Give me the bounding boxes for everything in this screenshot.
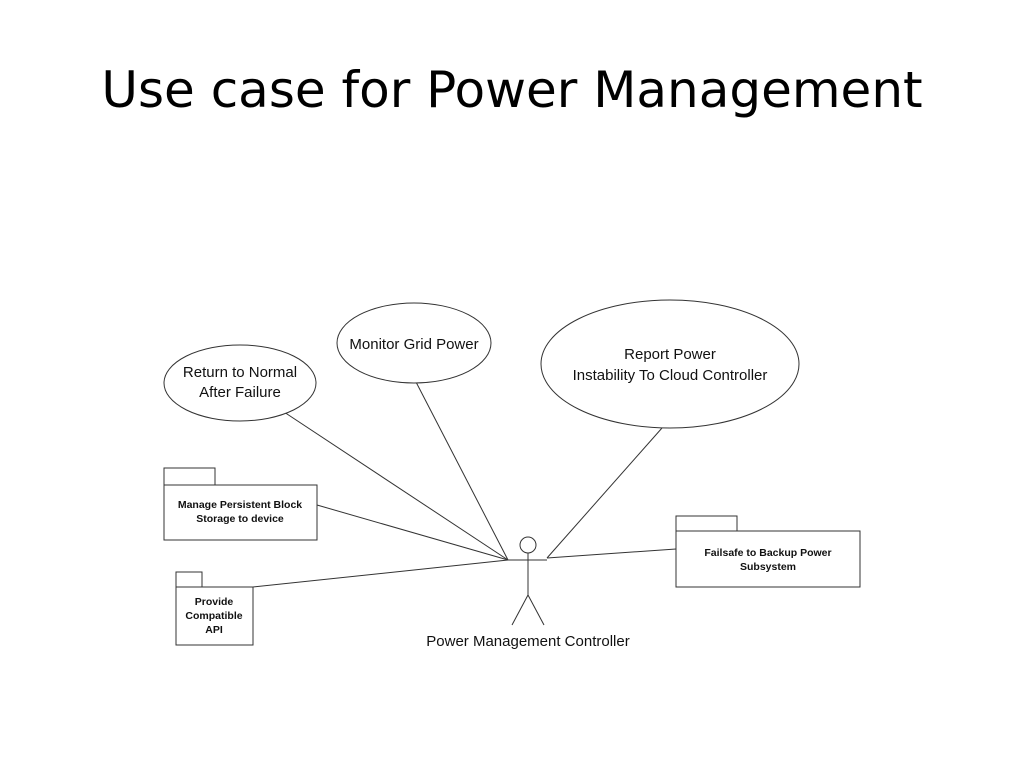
package-label: Storage to device: [196, 513, 284, 525]
package-label: Provide: [195, 596, 234, 608]
actor-power-management-controller[interactable]: Power Management Controller: [426, 536, 630, 650]
package-manage-persistent-block[interactable]: Manage Persistent Block Storage to devic…: [163, 467, 318, 541]
use-case-label: Return to Normal: [183, 364, 297, 381]
use-case-report-power-instability[interactable]: Report Power Instability To Cloud Contro…: [540, 299, 800, 429]
actor-right-leg: [527, 594, 545, 626]
actor-left-leg: [511, 594, 529, 626]
connector-manage-persistent-block: [316, 504, 509, 561]
package-label: Compatible: [185, 610, 242, 622]
slide-title: Use case for Power Management: [101, 61, 923, 119]
connector-failsafe-backup-power: [546, 548, 677, 559]
use-case-label: Monitor Grid Power: [349, 336, 478, 353]
package-label: API: [205, 624, 223, 636]
package-label: Manage Persistent Block: [178, 499, 302, 511]
use-case-monitor-grid-power[interactable]: Monitor Grid Power: [336, 302, 492, 384]
use-case-label: After Failure: [199, 384, 281, 401]
package-label: Subsystem: [740, 561, 796, 573]
connector-provide-compatible-api: [252, 559, 509, 588]
package-failsafe-backup-power[interactable]: Failsafe to Backup Power Subsystem: [675, 515, 861, 588]
actor-head: [519, 536, 537, 554]
use-case-label: Report Power: [624, 346, 716, 363]
connectors: [252, 381, 677, 588]
actor-label: Power Management Controller: [426, 633, 629, 650]
connector-monitor-grid-power: [415, 381, 509, 561]
package-label: Failsafe to Backup Power: [704, 547, 831, 559]
connector-return-to-normal: [283, 411, 509, 561]
connector-report-power-instability: [546, 427, 663, 559]
package-provide-compatible-api[interactable]: Provide Compatible API: [175, 571, 254, 646]
use-case-label: Instability To Cloud Controller: [573, 367, 768, 384]
use-case-return-to-normal[interactable]: Return to Normal After Failure: [163, 344, 317, 422]
